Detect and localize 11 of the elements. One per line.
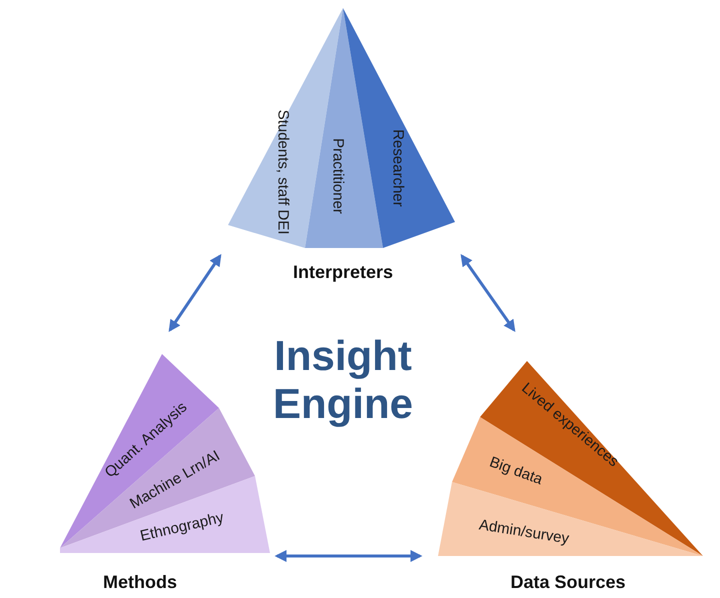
double-arrow: [168, 254, 222, 332]
group-heading: Data Sources: [510, 572, 626, 593]
facet-label: Students, staff DEI: [274, 110, 292, 234]
group-heading: Methods: [103, 572, 177, 593]
double-arrow: [460, 254, 516, 332]
facet-label: Big data: [487, 453, 545, 489]
double-arrow: [274, 550, 422, 562]
group-heading: Interpreters: [292, 262, 394, 283]
facet-label: Practitioner: [329, 138, 347, 214]
facet-label: Researcher: [389, 129, 407, 207]
diagram-title: Insight Engine: [272, 332, 414, 429]
